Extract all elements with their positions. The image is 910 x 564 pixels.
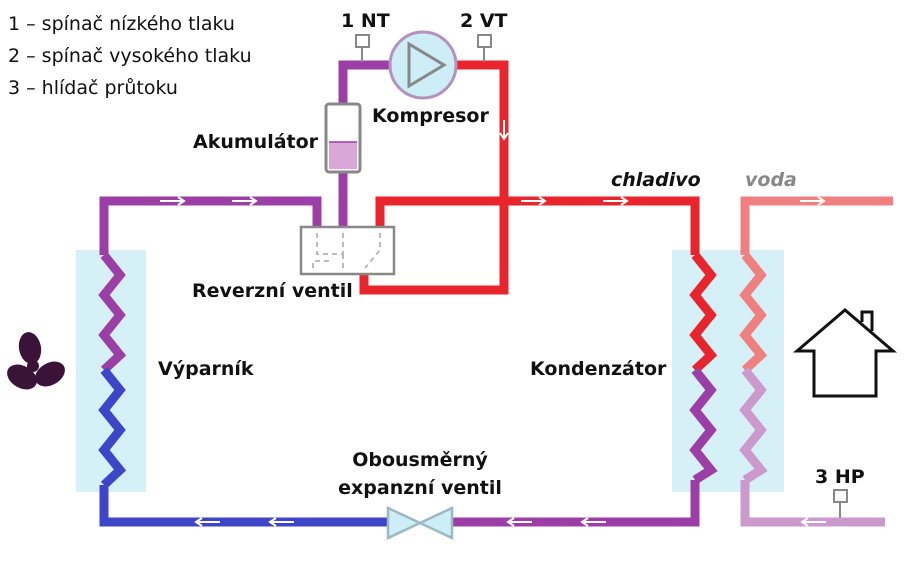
- label-hp: 3 HP: [815, 466, 865, 488]
- evaporator-return-pipe: [99, 196, 322, 255]
- flow-switch: [833, 489, 848, 518]
- label-kompresor: Kompresor: [372, 105, 489, 127]
- condenser-coil-upper: [689, 252, 718, 374]
- label-ventil-line2: expanzní ventil: [338, 477, 502, 499]
- low-pressure-switch: [355, 34, 370, 62]
- label-ventil-line1: Obousměrný: [352, 449, 488, 471]
- label-kondenzator: Kondenzátor: [530, 358, 667, 380]
- discharge-pipe: [359, 60, 509, 295]
- evaporator-coil-upper: [98, 252, 127, 374]
- evaporator-coil-lower: [98, 367, 127, 489]
- legend-item-1: 1 – spínač nízkého tlaku: [8, 13, 235, 35]
- water-pipe-cold: [740, 480, 885, 527]
- water-pipe-hot: [740, 196, 893, 255]
- label-chladivo: chladivo: [611, 169, 701, 191]
- legend-item-2: 2 – spínač vysokého tlaku: [8, 45, 252, 67]
- liquid-pipe-right: [452, 480, 700, 527]
- label-reverzni-ventil: Reverzní ventil: [192, 280, 353, 302]
- water-coil-lower: [739, 367, 768, 484]
- reverse-valve: [299, 225, 396, 276]
- condenser-background: [672, 250, 784, 492]
- house-icon: [792, 308, 898, 398]
- suction-pipe: [338, 60, 392, 104]
- compressor: [388, 30, 458, 100]
- condenser-coil-lower: [689, 367, 718, 484]
- expansion-valve: [386, 506, 454, 540]
- discharge-arrow-head: [499, 132, 509, 141]
- accumulator: [324, 102, 362, 174]
- hot-gas-pipe: [375, 196, 700, 255]
- label-nt: 1 NT: [341, 10, 390, 32]
- label-voda: voda: [745, 169, 797, 191]
- high-pressure-switch: [477, 34, 492, 62]
- legend-item-3: 3 – hlídač průtoku: [8, 77, 178, 99]
- water-coil-upper: [739, 252, 768, 374]
- flow-arrows: [160, 196, 826, 527]
- label-vt: 2 VT: [460, 10, 508, 32]
- label-akumulator: Akumulátor: [193, 131, 319, 153]
- label-vyparnik: Výparník: [158, 358, 254, 380]
- fan-icon: [7, 332, 65, 390]
